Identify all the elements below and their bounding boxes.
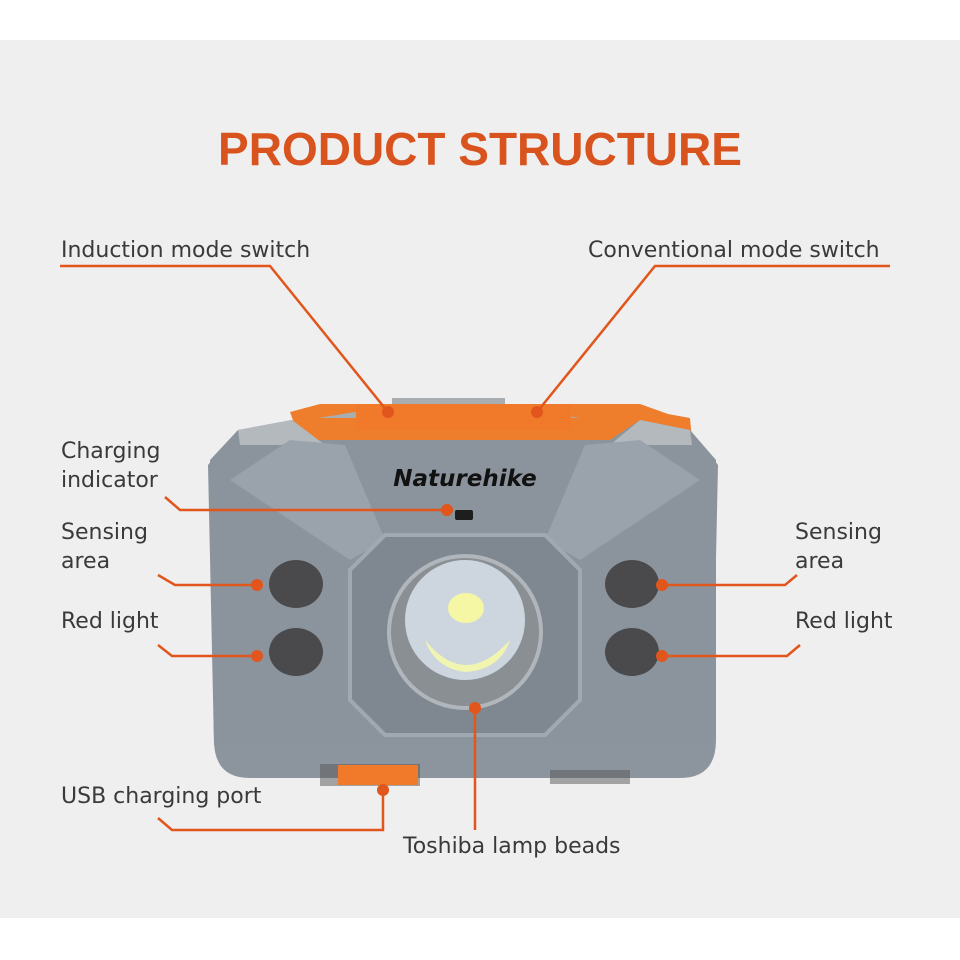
usb-port-cover	[338, 765, 418, 785]
charging-indicator-led	[455, 510, 473, 520]
label-red-light-left: Red light	[61, 609, 159, 634]
sensor-left	[269, 560, 323, 608]
leader-lines	[60, 264, 890, 832]
label-charging-indicator: Charging indicator	[61, 437, 160, 495]
label-usb-charging-port: USB charging port	[61, 784, 262, 809]
label-red-light-right: Red light	[795, 609, 893, 634]
sensor-right	[605, 560, 659, 608]
label-toshiba-lamp-beads: Toshiba lamp beads	[403, 834, 621, 859]
label-line: Sensing	[61, 520, 148, 545]
label-line: area	[61, 549, 111, 574]
brand-logo: Naturehike	[393, 466, 536, 492]
red-light-right	[605, 628, 659, 676]
label-sensing-area-left: Sensing area	[61, 518, 148, 576]
label-conventional-mode-switch: Conventional mode switch	[588, 238, 880, 263]
headlamp: Naturehike	[208, 398, 718, 786]
label-line: indicator	[61, 468, 158, 493]
label-induction-mode-switch: Induction mode switch	[61, 238, 311, 263]
label-line: Sensing	[795, 520, 882, 545]
label-sensing-area-right: Sensing area	[795, 518, 882, 576]
label-line: Charging	[61, 439, 161, 464]
leader-dots	[251, 406, 668, 796]
page-title: PRODUCT STRUCTURE	[218, 123, 742, 175]
label-line: area	[795, 549, 845, 574]
red-light-left	[269, 628, 323, 676]
